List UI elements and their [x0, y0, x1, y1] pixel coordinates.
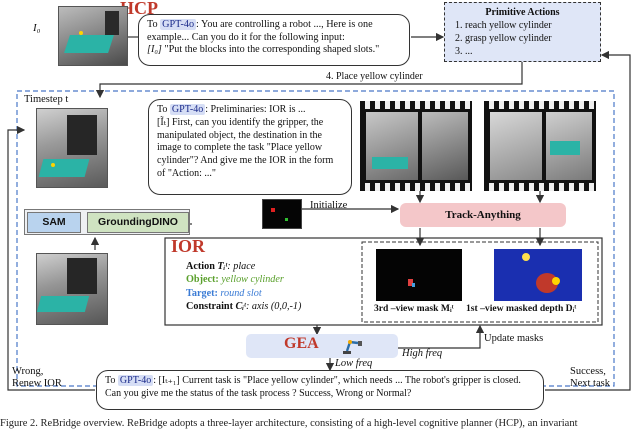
timestep-robot-photo-2: [36, 253, 108, 325]
depth-caption: 1st –view masked depth Dᵢᵗ: [466, 303, 577, 314]
ior-action-row: Action Tᵢᵗ: place: [186, 260, 361, 273]
ior-object-row: Object: yellow cylinder: [186, 273, 361, 286]
gpt4o-tag: GPT-4o: [169, 104, 206, 115]
gpt4o-tag: GPT-4o: [160, 19, 197, 30]
ior-object-value: yellow cylinder: [221, 274, 284, 286]
hcp-prompt-bubble: To GPT-4o: You are controlling a robot .…: [138, 14, 410, 66]
hcp-instruction: "Put the blocks into the corresponding s…: [161, 44, 380, 56]
track-anything-box: Track-Anything: [400, 203, 566, 227]
success-label-line2: Next task: [570, 378, 610, 389]
initial-mask-image: [262, 199, 302, 229]
high-freq-label: High freq: [402, 348, 443, 359]
primitive-actions-title: Primitive Actions: [485, 7, 560, 18]
gpt4o-tag: GPT-4o: [117, 375, 154, 386]
status-prompt-bubble: To GPT-4o: [Iₜ₊₁] Current task is "Place…: [96, 370, 544, 410]
figure-caption: Figure 2. ReBridge overview. ReBridge ad…: [0, 418, 578, 429]
hcp-robot-photo: [58, 6, 128, 66]
success-label: Success, Next task: [570, 366, 610, 390]
ior-target-row: Target: round slot: [186, 287, 361, 300]
primitive-action-item: 1. reach yellow cylinder: [455, 20, 552, 31]
prompt-prefix: To: [147, 19, 161, 30]
ior-target-value: round slot: [220, 287, 262, 299]
third-view-mask-image: [376, 249, 462, 301]
hcp-title: HCP: [120, 0, 158, 18]
wrong-label-line1: Wrong,: [12, 366, 44, 377]
ior-constraint-value: : axis (0,0,-1): [245, 301, 302, 313]
wrong-label-line2: Renew IOR: [12, 378, 62, 389]
low-freq-label: Low freq: [335, 358, 373, 369]
ior-action-symbol: Tᵢᵗ: [217, 261, 228, 272]
sam-dino-box: SAM GroundingDINO: [24, 209, 190, 235]
primitive-actions-box: Primitive Actions 1. reach yellow cylind…: [444, 2, 601, 62]
ior-target-label: Target:: [186, 287, 221, 299]
primitive-action-item: 2. grasp yellow cylinder: [455, 33, 552, 44]
timestep-region: [16, 90, 615, 387]
ior-title: IOR: [171, 236, 206, 256]
place-label: 4. Place yellow cylinder: [326, 71, 423, 82]
film-strip-third-view: [360, 101, 472, 191]
initialize-label: Initialize: [310, 200, 348, 211]
primitive-action-item: 3. ...: [455, 46, 473, 57]
hcp-image-ref: [I₀]: [147, 44, 162, 56]
prompt-prefix: To: [105, 375, 118, 386]
mask-caption: 3rd –view mask Mᵢᵗ: [374, 303, 454, 314]
first-view-depth-image: [494, 249, 582, 301]
status-prompt-question: Can you give me the status of the task p…: [105, 388, 412, 399]
wrong-label: Wrong, Renew IOR: [12, 366, 62, 390]
ior-constraint-row: Constraint Cᵢᵗ: axis (0,0,-1): [186, 300, 361, 313]
hcp-prompt-text: : You are controlling a robot ..., Here …: [147, 19, 373, 43]
sam-label: SAM: [27, 212, 81, 233]
robot-arm-icon: [342, 337, 364, 355]
ior-prompt-question: [Ĩₜ] First, can you identify the gripper…: [157, 116, 334, 179]
ior-constraint-symbol: Cᵢᵗ: [235, 301, 246, 313]
ior-prompt-preliminaries: : Preliminaries: IOR is ...: [205, 104, 306, 115]
success-label-line1: Success,: [570, 366, 606, 377]
status-prompt-text: : [Iₜ₊₁] Current task is "Place yellow c…: [153, 375, 521, 386]
update-masks-label: Update masks: [484, 333, 544, 344]
ior-box: [164, 237, 603, 326]
timestep-robot-photo: [36, 108, 108, 188]
gea-box: GEA: [246, 334, 398, 358]
timestep-label: Timestep t: [24, 94, 69, 105]
ior-fields: Action Tᵢᵗ: place Object: yellow cylinde…: [186, 260, 361, 314]
ior-object-label: Object:: [186, 274, 222, 286]
ior-prompt-bubble: To GPT-4o: Preliminaries: IOR is ... [Ĩₜ…: [148, 99, 352, 195]
prompt-prefix: To: [157, 104, 170, 115]
ior-action-value: : place: [227, 261, 256, 272]
ior-action-label: Action: [186, 261, 218, 272]
i0-label: I₀: [33, 22, 41, 34]
grounding-dino-label: GroundingDINO: [87, 212, 189, 233]
gea-title: GEA: [284, 335, 319, 352]
film-strip-first-view: [484, 101, 596, 191]
ior-constraint-label: Constraint: [186, 301, 236, 313]
